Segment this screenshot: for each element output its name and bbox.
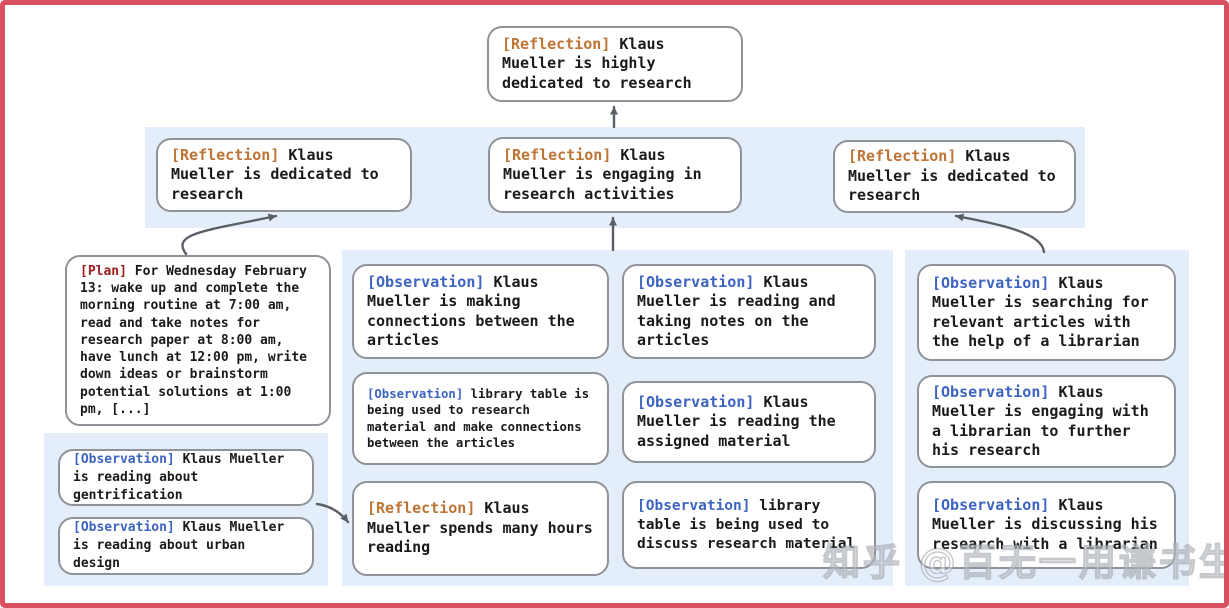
node-text: Klaus Mueller is dedicated to research	[171, 145, 379, 203]
plan-tag: [Plan]	[80, 263, 127, 279]
zhihu-watermark: 知乎 @百无一用谦书生	[822, 540, 1229, 584]
arrow-layer	[181, 105, 1046, 524]
node-text: Klaus Mueller is making connections betw…	[367, 272, 575, 350]
reflection-tag: [Reflection]	[502, 34, 611, 53]
node-observation-assigned-material: [Observation] Klaus Mueller is reading t…	[622, 381, 876, 463]
arrow-leftpanel-to-reflection-node	[315, 502, 350, 524]
node-observation-making-connections: [Observation] Klaus Mueller is making co…	[352, 264, 609, 359]
observation-tag: [Observation]	[367, 387, 464, 402]
node-observation-discussing-research: [Observation] Klaus Mueller is discussin…	[917, 481, 1176, 569]
arrow-rightpanel-to-right-reflection	[954, 213, 1046, 254]
node-reflection-hours-reading: [Reflection] Klaus Mueller spends many h…	[352, 481, 609, 576]
node-reflection-right: [Reflection] Klaus Mueller is dedicated …	[833, 140, 1076, 213]
reflection-tag: [Reflection]	[367, 499, 476, 518]
reflection-tag: [Reflection]	[171, 145, 280, 164]
observation-tag: [Observation]	[367, 272, 485, 291]
observation-tag: [Observation]	[932, 495, 1050, 514]
node-observation-taking-notes: [Observation] Klaus Mueller is reading a…	[622, 264, 876, 359]
node-observation-searching-articles: [Observation] Klaus Mueller is searching…	[917, 264, 1176, 361]
observation-tag: [Observation]	[73, 451, 175, 467]
node-text: Klaus Mueller is dedicated to research	[848, 147, 1056, 205]
observation-tag: [Observation]	[637, 497, 751, 514]
node-text: Klaus Mueller spends many hours reading	[367, 499, 593, 557]
node-text: For Wednesday February 13: wake up and c…	[80, 263, 307, 418]
node-observation-library-table-discuss: [Observation] library table is being use…	[622, 481, 876, 569]
node-text: library table is being used to discuss r…	[637, 497, 856, 552]
observation-tag: [Observation]	[932, 382, 1050, 401]
observation-tag: [Observation]	[637, 392, 755, 411]
observation-tag: [Observation]	[637, 272, 755, 291]
node-text: Klaus Mueller is highly dedicated to res…	[502, 34, 692, 92]
node-text: Klaus Mueller is discussing his research…	[932, 495, 1158, 553]
node-text: Klaus Mueller is reading about urban des…	[73, 520, 285, 571]
node-text: Klaus Mueller is reading and taking note…	[637, 272, 836, 350]
reflection-tag: [Reflection]	[848, 147, 957, 166]
node-text: Klaus Mueller is engaging in research ac…	[503, 145, 702, 203]
node-observation-gentrification: [Observation] Klaus Mueller is reading a…	[58, 449, 314, 506]
node-observation-engaging-librarian: [Observation] Klaus Mueller is engaging …	[917, 375, 1176, 468]
arrow-plan-to-left-reflection	[181, 213, 278, 256]
node-plan: [Plan] For Wednesday February 13: wake u…	[65, 255, 331, 426]
node-text: Klaus Mueller is reading about gentrific…	[73, 451, 285, 503]
observation-tag: [Observation]	[73, 520, 175, 535]
node-text: Klaus Mueller is reading the assigned ma…	[637, 392, 836, 450]
node-reflection-middle: [Reflection] Klaus Mueller is engaging i…	[488, 137, 742, 213]
node-reflection-left: [Reflection] Klaus Mueller is dedicated …	[156, 138, 412, 212]
reflection-tag: [Reflection]	[503, 145, 612, 164]
node-text: Klaus Mueller is searching for relevant …	[932, 273, 1149, 351]
node-text: Klaus Mueller is engaging with a librari…	[932, 382, 1149, 460]
node-reflection-root: [Reflection] Klaus Mueller is highly ded…	[487, 26, 743, 102]
node-observation-library-table-research: [Observation] library table is being use…	[352, 372, 609, 465]
node-text: library table is being used to research …	[367, 387, 590, 450]
node-observation-urban-design: [Observation] Klaus Mueller is reading a…	[58, 517, 314, 575]
observation-tag: [Observation]	[932, 273, 1050, 292]
